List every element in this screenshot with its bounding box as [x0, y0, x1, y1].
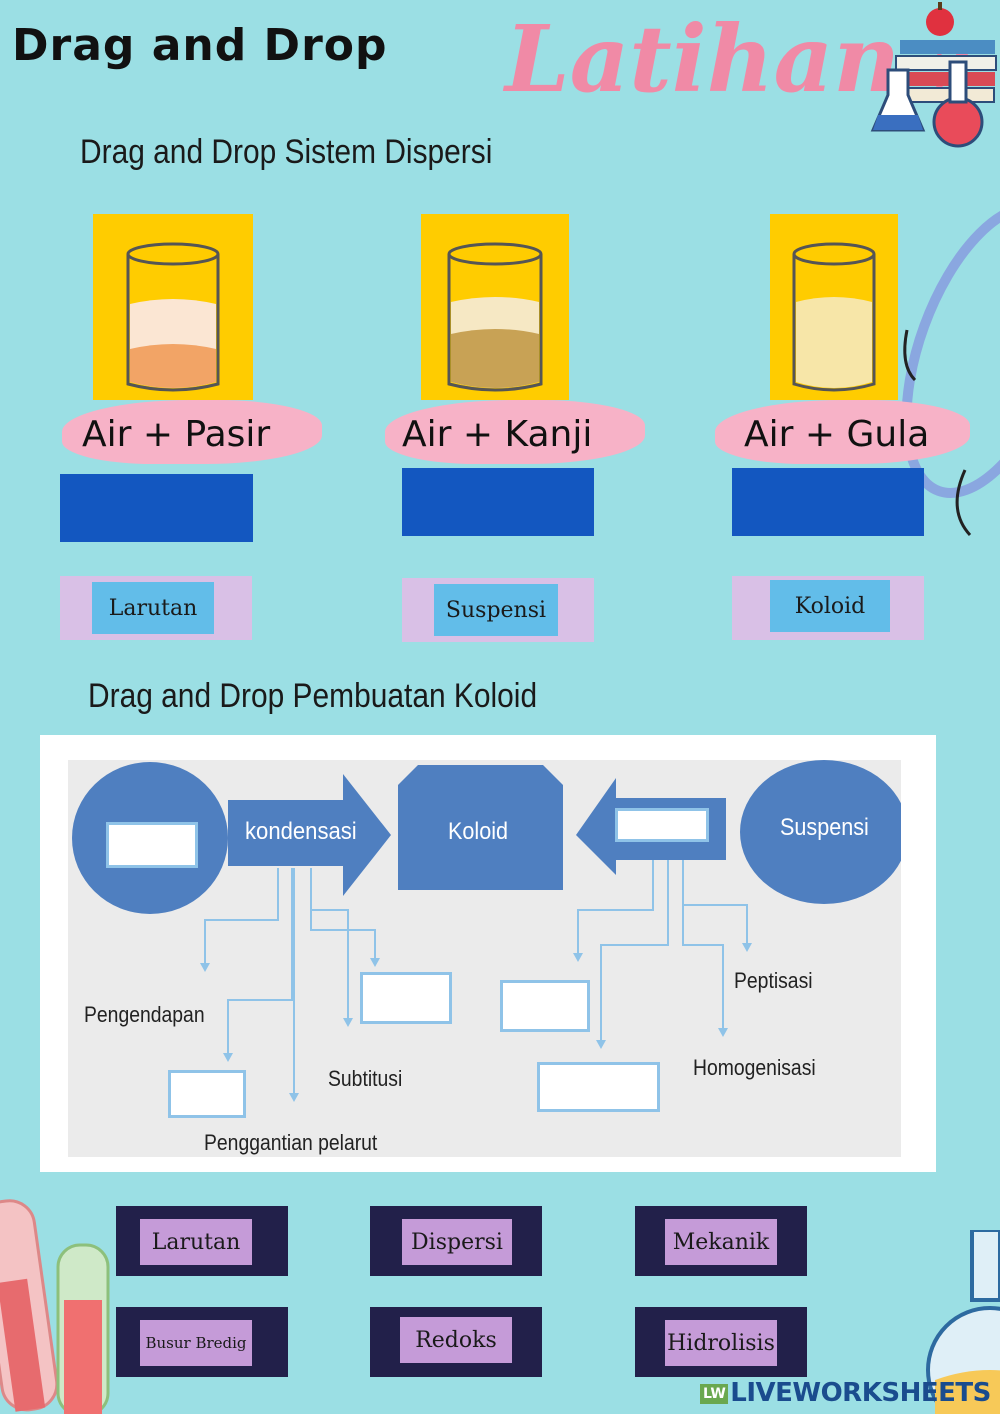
drag-answer-larutan[interactable]: Larutan — [140, 1219, 252, 1265]
blank-kondensasi-3[interactable] — [360, 972, 452, 1024]
mixture-label-1: Air + Pasir — [82, 414, 271, 455]
answer-container-1: Larutan — [116, 1206, 288, 1276]
section2-title: Drag and Drop Pembuatan Koloid — [88, 677, 538, 715]
blank-dispersi-arrow[interactable] — [615, 808, 709, 842]
books-flask-icon — [870, 2, 997, 148]
beaker-image-3 — [770, 214, 898, 400]
answer-container-5: Redoks — [370, 1307, 542, 1377]
beaker-image-2 — [421, 214, 569, 400]
drop-zone-1[interactable] — [60, 474, 253, 542]
drag-answer-redoks[interactable]: Redoks — [400, 1317, 512, 1363]
suspensi-label: Suspensi — [780, 814, 869, 841]
koloid-label: Koloid — [448, 818, 509, 845]
drag-answer-mekanik[interactable]: Mekanik — [665, 1219, 777, 1265]
atom-orbit-icon — [901, 202, 1000, 537]
blank-dispersi-2[interactable] — [537, 1062, 660, 1112]
subtitusi-label: Subtitusi — [328, 1066, 403, 1091]
flask-icon — [926, 1230, 1000, 1414]
option-container-2: Suspensi — [402, 578, 594, 642]
drag-option-larutan[interactable]: Larutan — [92, 582, 214, 634]
drop-zone-2[interactable] — [402, 468, 594, 536]
kondensasi-label: kondensasi — [245, 818, 357, 845]
kondensasi-arrow-shape — [228, 774, 391, 896]
option-container-3: Koloid — [732, 576, 924, 640]
suspensi-circle-shape — [740, 760, 901, 904]
answer-container-6: Hidrolisis — [635, 1307, 807, 1377]
drop-zone-3[interactable] — [732, 468, 924, 536]
test-tubes-icon — [0, 1199, 110, 1414]
drag-answer-hidrolisis[interactable]: Hidrolisis — [665, 1320, 777, 1366]
mixture-label-3: Air + Gula — [744, 414, 930, 455]
brush-stroke-1 — [62, 400, 322, 464]
drag-answer-dispersi[interactable]: Dispersi — [402, 1219, 512, 1265]
peptisasi-label: Peptisasi — [734, 968, 813, 993]
liveworksheets-logo-text: LIVEWORKSHEETS — [730, 1378, 991, 1408]
option-container-1: Larutan — [60, 576, 252, 640]
answer-container-3: Mekanik — [635, 1206, 807, 1276]
page-header-title: Drag and Drop — [12, 20, 388, 71]
mixture-label-2: Air + Kanji — [402, 414, 593, 455]
beaker-image-1 — [93, 214, 253, 400]
answer-container-2: Dispersi — [370, 1206, 542, 1276]
brush-stroke-2 — [385, 400, 645, 464]
drag-option-suspensi[interactable]: Suspensi — [434, 584, 558, 636]
pengendapan-label: Pengendapan — [84, 1002, 205, 1027]
drag-option-koloid[interactable]: Koloid — [770, 580, 890, 632]
koloid-shape — [398, 765, 563, 890]
liveworksheets-badge-icon: LW — [700, 1383, 729, 1404]
drag-answer-busur-bredig[interactable]: Busur Bredig — [140, 1320, 252, 1366]
section1-title: Drag and Drop Sistem Dispersi — [80, 133, 493, 171]
answer-container-4: Busur Bredig — [116, 1307, 288, 1377]
brush-stroke-3 — [715, 400, 970, 464]
penggantian-pelarut-label: Penggantian pelarut — [204, 1130, 378, 1155]
blank-kondensasi-2[interactable] — [168, 1070, 246, 1118]
homogenisasi-label: Homogenisasi — [693, 1055, 816, 1080]
blank-dispersi-1[interactable] — [500, 980, 590, 1032]
blank-larutan-circle[interactable] — [106, 822, 198, 868]
latihan-word: Latihan — [505, 5, 901, 113]
